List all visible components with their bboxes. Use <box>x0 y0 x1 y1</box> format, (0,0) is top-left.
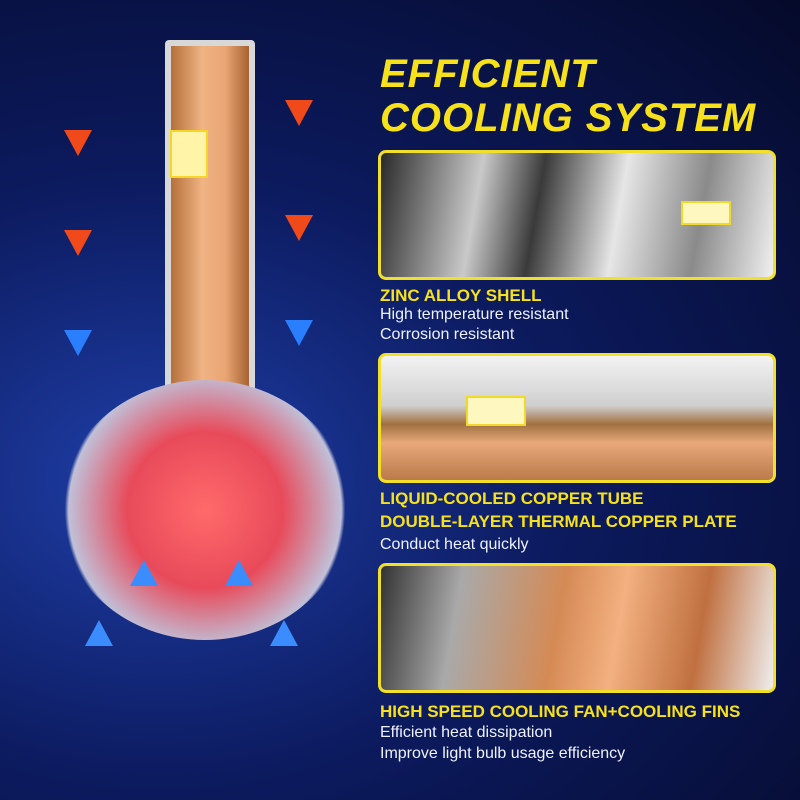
feature-line: Efficient heat dissipation <box>380 724 553 741</box>
feature-line: Corrosion resistant <box>380 326 515 343</box>
led-chip <box>170 130 208 178</box>
feature-heading: HIGH SPEED COOLING FAN+COOLING FINS <box>380 702 741 721</box>
arrow-down-icon <box>64 130 92 156</box>
arrow-down-icon <box>64 230 92 256</box>
feature-heading: LIQUID-COOLED COPPER TUBE <box>380 489 644 508</box>
led-bulb-illustration <box>165 40 255 400</box>
zinc-shell-photo <box>378 150 776 280</box>
arrow-down-icon <box>64 330 92 356</box>
arrow-down-icon <box>285 215 313 241</box>
feature-line: High temperature resistant <box>380 306 569 323</box>
arrow-up-icon <box>85 620 113 646</box>
arrow-up-icon <box>130 560 158 586</box>
arrow-up-icon <box>270 620 298 646</box>
feature-heading: ZINC ALLOY SHELL <box>380 286 542 305</box>
arrow-down-icon <box>285 320 313 346</box>
feature-heading: DOUBLE-LAYER THERMAL COPPER PLATE <box>380 512 737 531</box>
feature-line: Improve light bulb usage efficiency <box>380 745 626 762</box>
page-title: EFFICIENT COOLING SYSTEM <box>380 52 757 140</box>
cooling-fan-illustration <box>60 380 350 640</box>
cooling-fins-photo <box>378 563 776 693</box>
copper-tube-photo <box>378 353 776 483</box>
arrow-up-icon <box>225 560 253 586</box>
arrow-down-icon <box>285 100 313 126</box>
feature-line: Conduct heat quickly <box>380 536 529 553</box>
